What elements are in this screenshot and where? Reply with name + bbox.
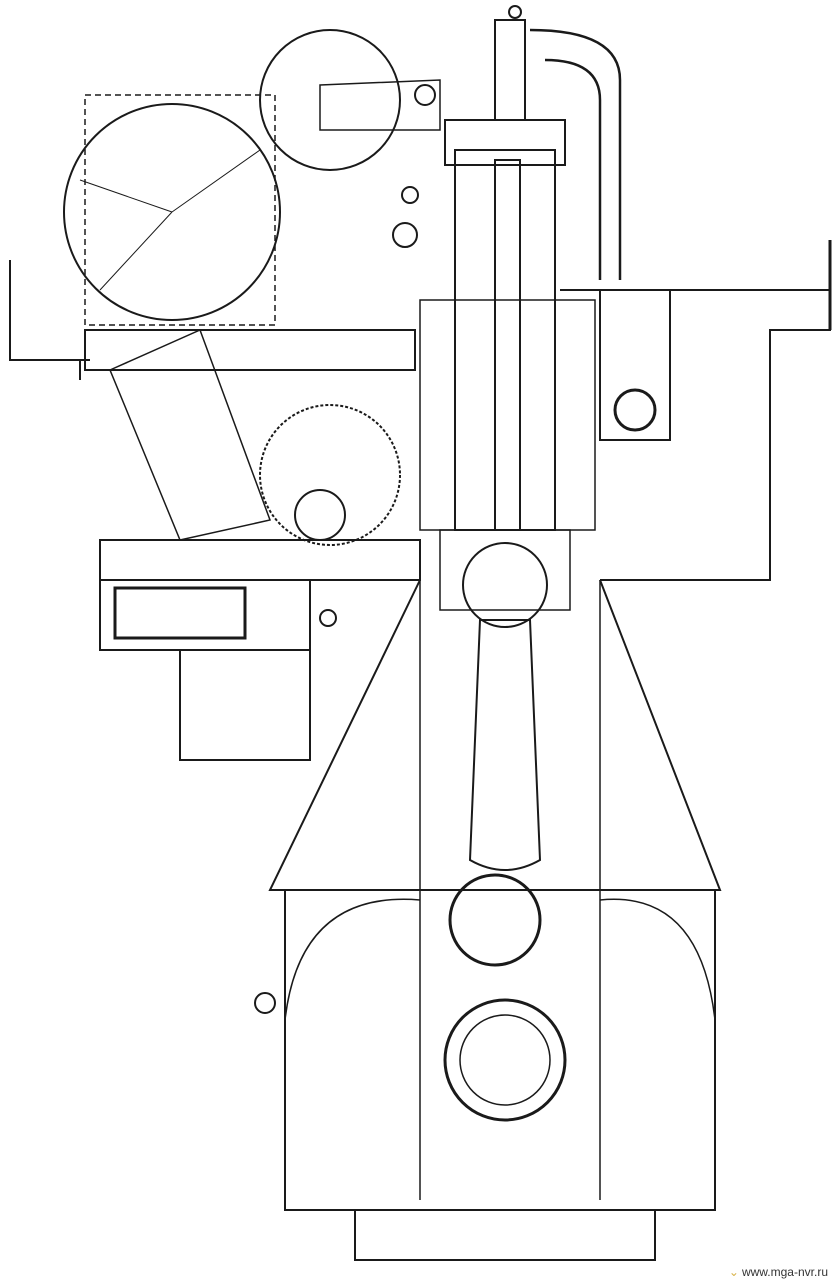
cylinder-cover [444,119,566,166]
watermark-text: www.mga-nvr.ru [741,1265,828,1279]
crank-pin [448,873,542,967]
bedplate [284,889,716,1211]
connecting-rod [468,619,542,871]
auxiliary-blower [259,404,401,546]
fuel-pump [599,289,671,441]
air-blower-casing [63,103,281,321]
logo-chevron-icon: ⌄ [728,1265,739,1279]
main-journal [443,998,567,1122]
cylinder-liner [454,149,556,531]
turbocharger-casing [259,29,401,171]
crosshead-pin [462,542,548,628]
watermark: ⌄ www.mga-nvr.ru [729,1265,828,1279]
